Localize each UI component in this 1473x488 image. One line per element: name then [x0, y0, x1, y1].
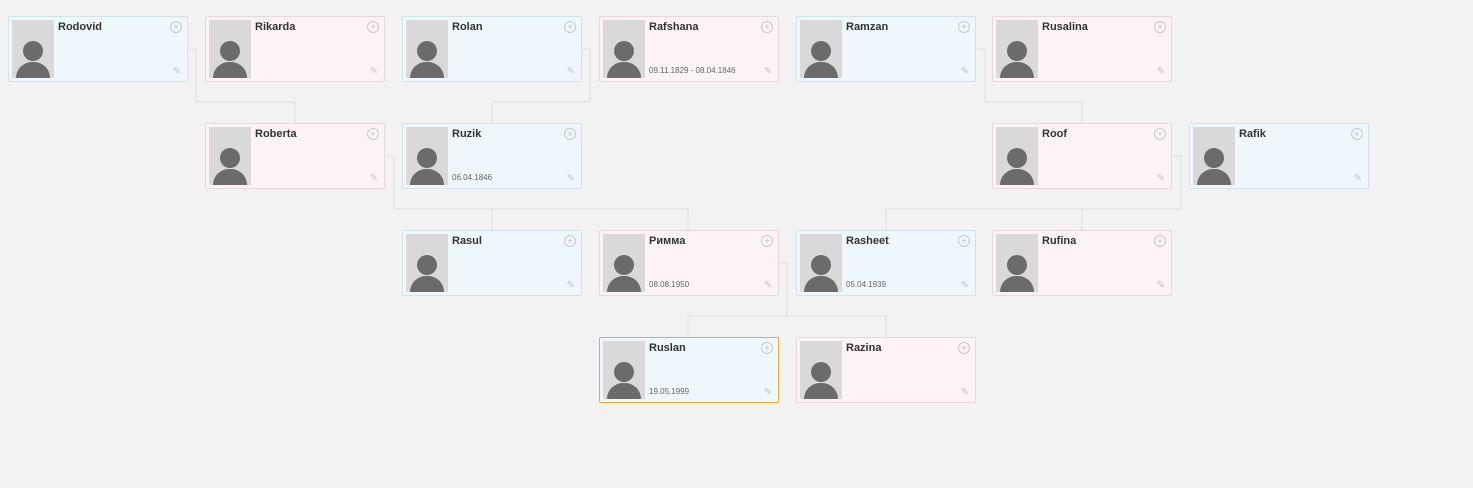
plus-circle-icon[interactable]: + [1154, 235, 1166, 247]
person-name: Roberta [255, 128, 297, 140]
plus-circle-icon[interactable]: + [367, 128, 379, 140]
person-name: Rufina [1042, 235, 1077, 247]
person-silhouette-icon [209, 127, 251, 185]
person-name: Roof [1042, 128, 1068, 140]
person-silhouette-icon [800, 20, 842, 78]
pencil-icon[interactable]: ✎ [960, 66, 970, 77]
person-silhouette-icon [996, 20, 1038, 78]
person-card-ruzik[interactable]: Ruzik 06.04.1846 + ✎ [402, 123, 582, 189]
plus-circle-icon[interactable]: + [1154, 21, 1166, 33]
person-dates: 19.05.1999 [649, 387, 690, 396]
person-card-rafshana[interactable]: Rafshana 09.11.1829 - 08.04.1846 + ✎ [599, 16, 779, 82]
person-name: Rafshana [649, 21, 699, 33]
person-name: Rafik [1239, 128, 1266, 140]
person-silhouette-icon [800, 234, 842, 292]
person-card-ruslan[interactable]: Ruslan 19.05.1999 + ✎ [599, 337, 779, 403]
plus-circle-icon[interactable]: + [367, 21, 379, 33]
person-card-rufina[interactable]: Rufina + ✎ [992, 230, 1172, 296]
plus-circle-icon[interactable]: + [958, 342, 970, 354]
pencil-icon[interactable]: ✎ [369, 66, 379, 77]
person-name: Ruzik [452, 128, 482, 140]
person-name: Римма [649, 235, 686, 247]
plus-circle-icon[interactable]: + [564, 21, 576, 33]
plus-circle-icon[interactable]: + [761, 21, 773, 33]
person-name: Rasul [452, 235, 482, 247]
person-silhouette-icon [209, 20, 251, 78]
person-card-rikarda[interactable]: Rikarda + ✎ [205, 16, 385, 82]
person-card-razina[interactable]: Razina + ✎ [796, 337, 976, 403]
person-card-rimma[interactable]: Римма 08.08.1950 + ✎ [599, 230, 779, 296]
plus-circle-icon[interactable]: + [564, 128, 576, 140]
person-name: Rusalina [1042, 21, 1088, 33]
pencil-icon[interactable]: ✎ [172, 66, 182, 77]
pencil-icon[interactable]: ✎ [1156, 66, 1166, 77]
person-card-rasheet[interactable]: Rasheet 05.04.1939 + ✎ [796, 230, 976, 296]
plus-circle-icon[interactable]: + [564, 235, 576, 247]
pencil-icon[interactable]: ✎ [960, 280, 970, 291]
pencil-icon[interactable]: ✎ [369, 173, 379, 184]
person-silhouette-icon [603, 20, 645, 78]
plus-circle-icon[interactable]: + [1154, 128, 1166, 140]
pencil-icon[interactable]: ✎ [566, 173, 576, 184]
person-dates: 08.08.1950 [649, 280, 690, 289]
person-silhouette-icon [800, 341, 842, 399]
person-silhouette-icon [406, 234, 448, 292]
person-card-ramzan[interactable]: Ramzan + ✎ [796, 16, 976, 82]
plus-circle-icon[interactable]: + [1351, 128, 1363, 140]
plus-circle-icon[interactable]: + [170, 21, 182, 33]
person-silhouette-icon [603, 341, 645, 399]
pencil-icon[interactable]: ✎ [566, 66, 576, 77]
person-name: Rikarda [255, 21, 296, 33]
person-card-rodovid[interactable]: Rodovid + ✎ [8, 16, 188, 82]
plus-circle-icon[interactable]: + [958, 21, 970, 33]
pencil-icon[interactable]: ✎ [1156, 280, 1166, 291]
person-card-rafik[interactable]: Rafik + ✎ [1189, 123, 1369, 189]
pencil-icon[interactable]: ✎ [960, 387, 970, 398]
person-card-roof[interactable]: Roof + ✎ [992, 123, 1172, 189]
person-silhouette-icon [996, 127, 1038, 185]
person-silhouette-icon [406, 20, 448, 78]
pencil-icon[interactable]: ✎ [566, 280, 576, 291]
person-dates: 06.04.1846 [452, 173, 493, 182]
person-name: Rasheet [846, 235, 889, 247]
person-card-rolan[interactable]: Rolan + ✎ [402, 16, 582, 82]
person-card-roberta[interactable]: Roberta + ✎ [205, 123, 385, 189]
person-silhouette-icon [406, 127, 448, 185]
plus-circle-icon[interactable]: + [958, 235, 970, 247]
person-silhouette-icon [996, 234, 1038, 292]
pencil-icon[interactable]: ✎ [1353, 173, 1363, 184]
person-name: Rolan [452, 21, 483, 33]
pencil-icon[interactable]: ✎ [1156, 173, 1166, 184]
person-dates: 09.11.1829 - 08.04.1846 [649, 66, 736, 75]
person-name: Ruslan [649, 342, 686, 354]
person-silhouette-icon [12, 20, 54, 78]
person-silhouette-icon [1193, 127, 1235, 185]
person-card-rasul[interactable]: Rasul + ✎ [402, 230, 582, 296]
pencil-icon[interactable]: ✎ [763, 387, 773, 398]
plus-circle-icon[interactable]: + [761, 235, 773, 247]
person-name: Rodovid [58, 21, 102, 33]
pencil-icon[interactable]: ✎ [763, 280, 773, 291]
person-silhouette-icon [603, 234, 645, 292]
pencil-icon[interactable]: ✎ [763, 66, 773, 77]
plus-circle-icon[interactable]: + [761, 342, 773, 354]
person-name: Razina [846, 342, 882, 354]
person-card-rusalina[interactable]: Rusalina + ✎ [992, 16, 1172, 82]
person-dates: 05.04.1939 [846, 280, 887, 289]
person-name: Ramzan [846, 21, 889, 33]
